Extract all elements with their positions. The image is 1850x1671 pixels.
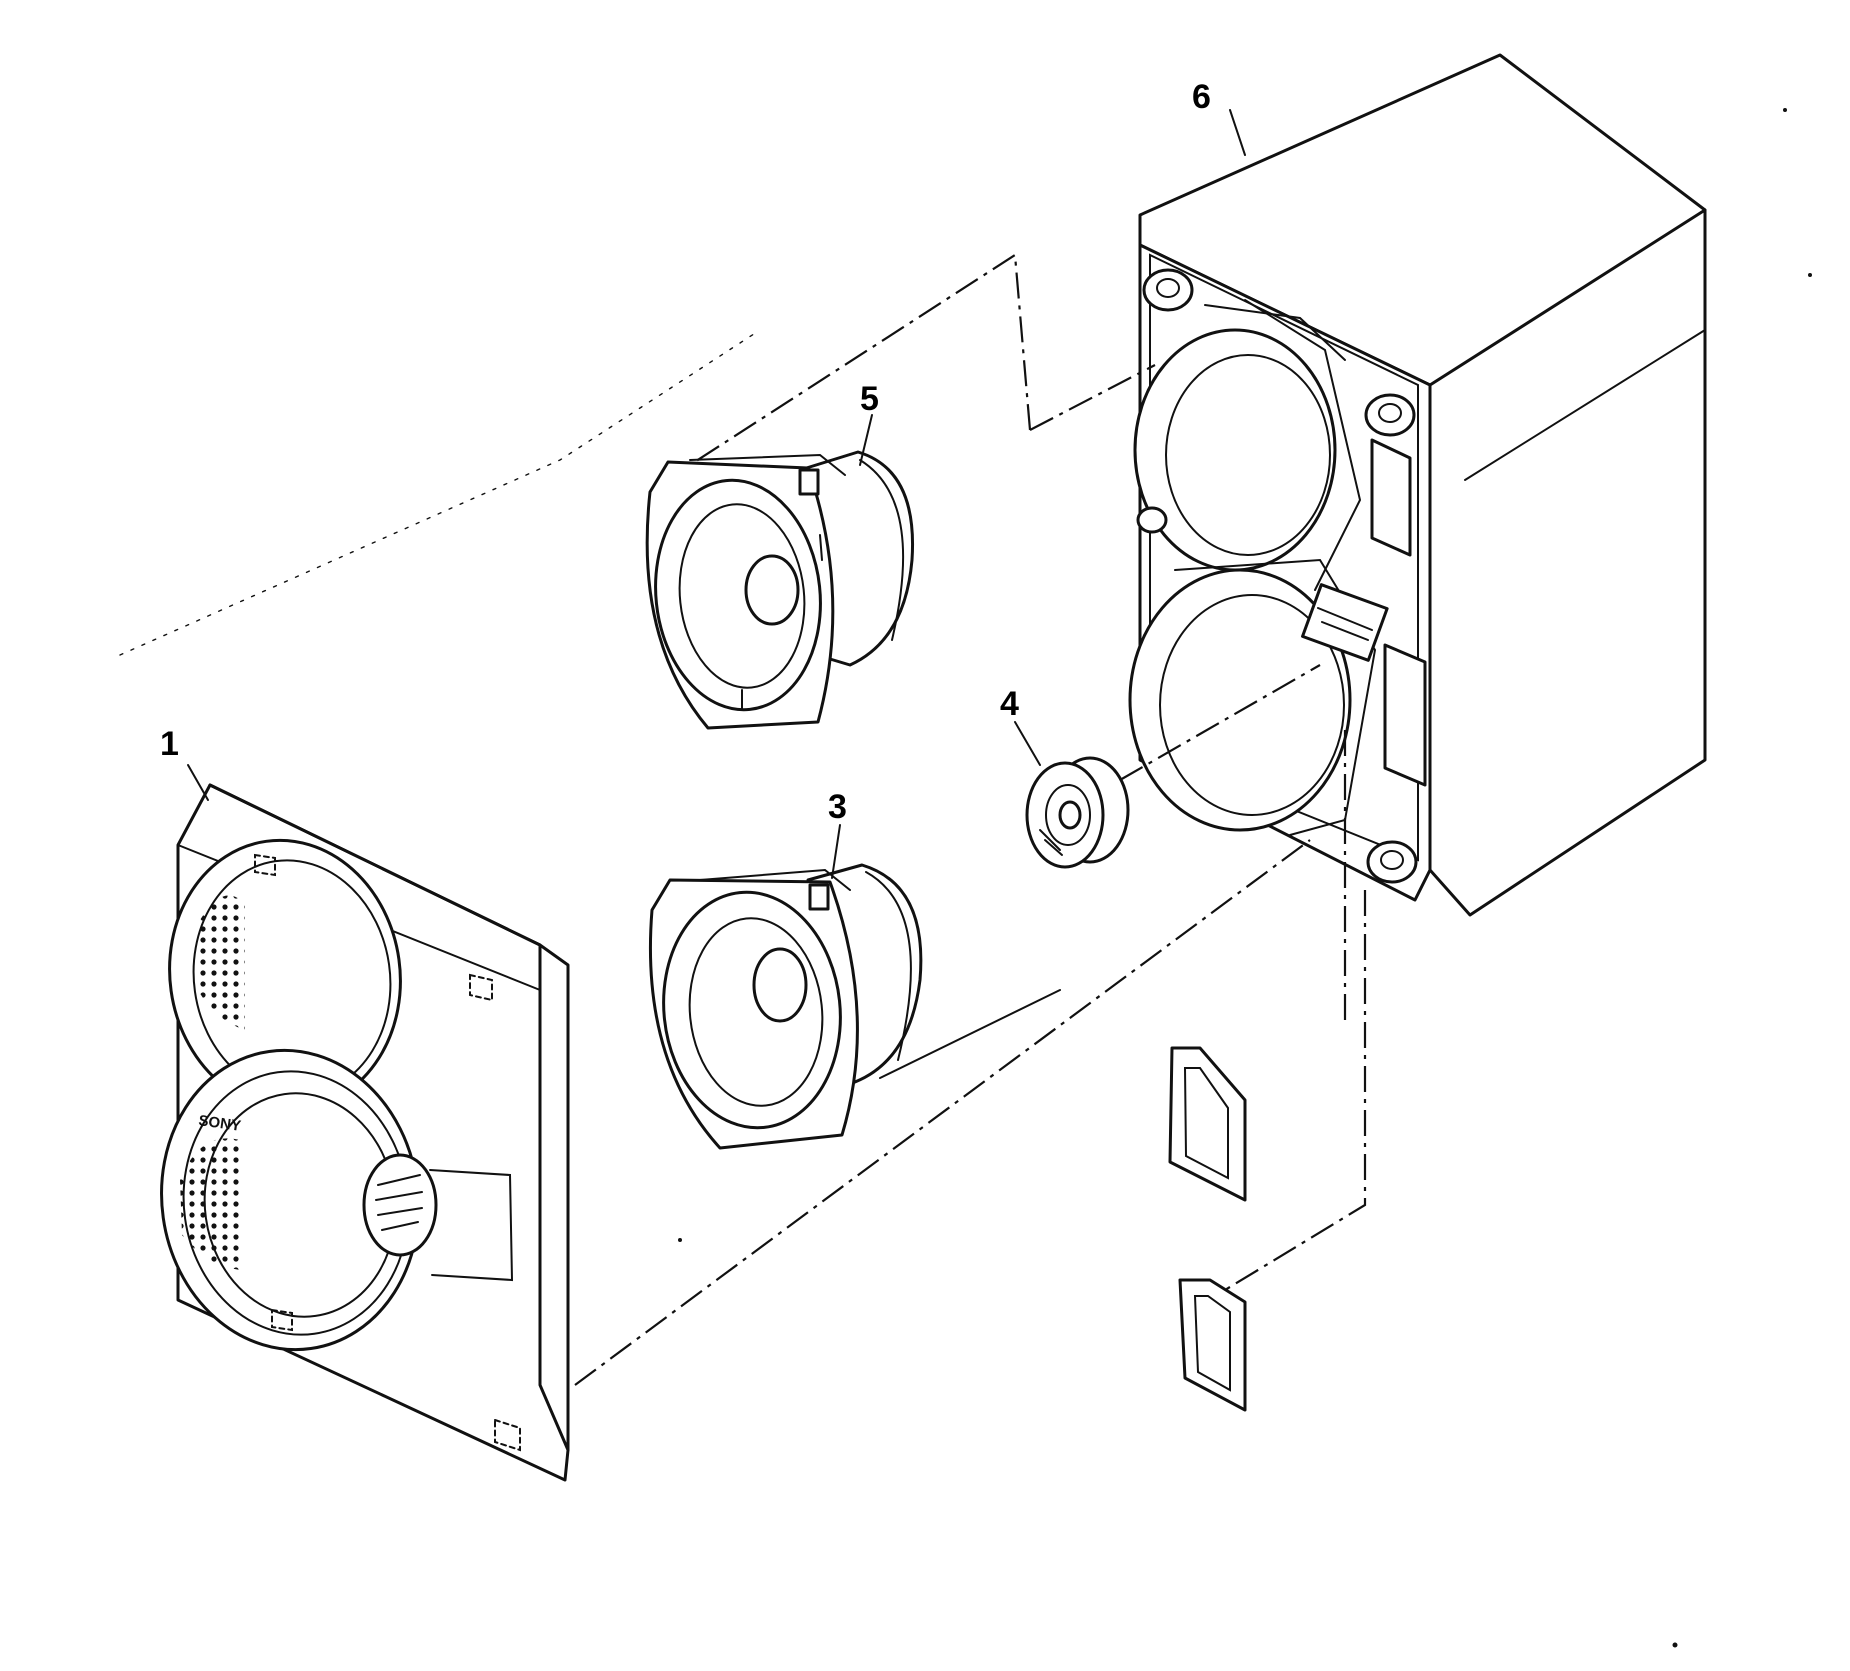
guide-tweeter — [1119, 664, 1321, 781]
grille-clip-right — [469, 973, 493, 1002]
leader-tweeter — [1014, 721, 1041, 766]
grille-clip-bottom — [494, 1418, 521, 1452]
cabinet-foot-bottom-right — [1366, 840, 1418, 884]
woofer-lower-basket — [699, 868, 851, 891]
grille-port-louvers — [375, 1174, 423, 1231]
cabinet-side-line — [1464, 329, 1706, 481]
cabinet-top-edge — [1428, 208, 1707, 387]
speaker-terminal-block — [1301, 583, 1389, 662]
woofer-lower-magnet-edge — [865, 871, 912, 1061]
tweeter-dome-ring — [1045, 784, 1091, 846]
grille-top-edge — [208, 783, 570, 1452]
tweeter — [1025, 756, 1130, 869]
leader-cabinet — [1229, 109, 1246, 156]
grille-lower-perforation — [180, 1138, 240, 1270]
callout-6: 6 — [1192, 78, 1211, 116]
cabinet-baffle-inner — [1149, 253, 1419, 862]
cabinet-foot-top-right — [1364, 393, 1416, 437]
cabinet-upper-port — [1370, 438, 1412, 557]
woofer-upper — [645, 450, 915, 730]
woofer-upper-terminal — [798, 468, 820, 496]
leader-front-grille — [187, 764, 209, 801]
tweeter-leads — [1039, 829, 1063, 856]
woofer-upper-dust-cap — [744, 554, 800, 626]
woofer-upper-cone — [678, 503, 806, 689]
port-plate-lower-opening — [1193, 1295, 1231, 1392]
woofer-lower-terminal — [808, 883, 830, 911]
port-plate-upper-opening — [1183, 1067, 1229, 1180]
guide-lower-port-plate — [1224, 890, 1367, 1291]
scan-guideline — [119, 329, 761, 656]
port-plate-lower — [1178, 1278, 1247, 1412]
tweeter-dome — [1058, 800, 1082, 830]
grille-port — [362, 1153, 438, 1257]
guide-cabinet-upper — [1029, 364, 1156, 431]
cabinet-foot-middle-left — [1136, 506, 1168, 534]
grille-clip-top — [254, 853, 276, 877]
speaker-cabinet — [1128, 53, 1707, 917]
guide-grille-foot — [574, 839, 1311, 1386]
cabinet-upper-opening — [1133, 299, 1362, 591]
callout-3: 3 — [828, 788, 847, 826]
callout-1: 1 — [160, 725, 179, 763]
cabinet-foot-top-left — [1142, 268, 1194, 312]
grille-clip-center — [271, 1308, 293, 1332]
port-plate-upper — [1168, 1046, 1247, 1202]
callout-leaders — [187, 109, 1246, 879]
grille-logo: SONY — [197, 1112, 241, 1135]
grille-upper-perforation — [198, 895, 245, 1030]
grille-port-housing — [429, 1169, 514, 1282]
leader-woofer-lower — [831, 824, 841, 879]
assembly-guide-lines — [574, 253, 1367, 1386]
woofer-lower — [648, 863, 1061, 1150]
woofer-lower-guide-back — [879, 989, 1061, 1079]
woofer-lower-surround — [662, 890, 842, 1130]
cabinet-lower-port — [1383, 643, 1427, 787]
woofer-upper-basket — [689, 453, 846, 476]
woofer-lower-cone — [688, 917, 824, 1107]
scan-specks — [678, 108, 1812, 1648]
callout-5: 5 — [860, 380, 879, 418]
port-plate-upper-frame — [1168, 1046, 1247, 1202]
cabinet-lower-opening — [1128, 558, 1377, 836]
leader-woofer-upper — [859, 414, 873, 466]
callout-4: 4 — [1000, 685, 1019, 723]
woofer-upper-magnet-edge — [859, 459, 905, 641]
woofer-lower-dust-cap — [752, 947, 808, 1023]
woofer-upper-leads — [741, 534, 823, 711]
guide-woofer-upper — [689, 253, 1032, 466]
front-grille: SONY — [160, 783, 570, 1482]
